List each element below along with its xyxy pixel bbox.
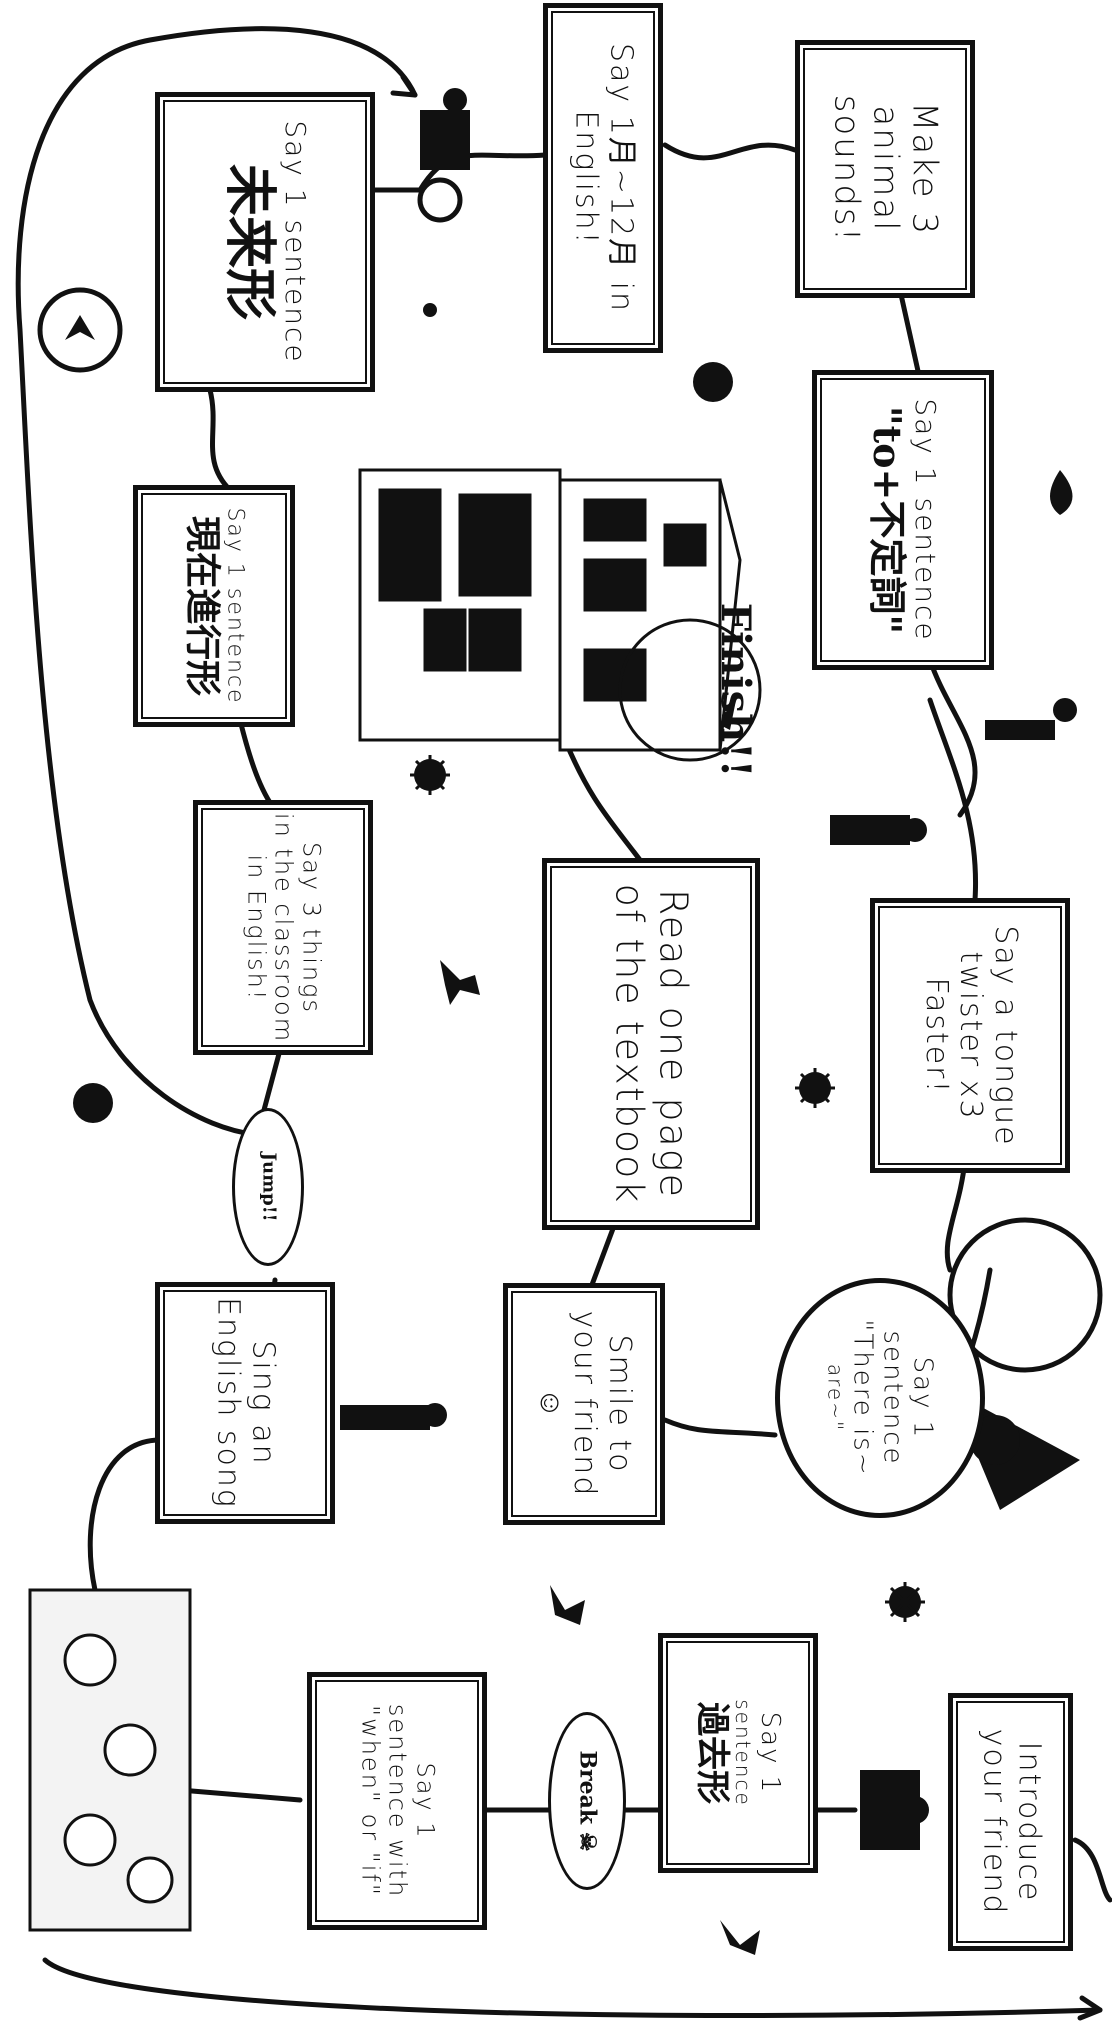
path-line	[390, 74, 418, 98]
square-text: "There is~	[847, 1319, 878, 1477]
finish-space[interactable]: Finish!!	[700, 590, 770, 790]
square-text: in English!	[242, 854, 271, 1001]
square-text: sentence	[731, 1699, 756, 1807]
jump-label: Jump!!	[258, 1152, 280, 1222]
square-text: Read one page	[651, 889, 696, 1199]
square-text: Say 3 things	[297, 841, 326, 1014]
square-text: English song	[211, 1297, 246, 1509]
square-text: Smile to	[601, 1334, 637, 1474]
square-text: Faster!	[918, 976, 954, 1095]
square-there-is[interactable]: Say 1 sentence "There is~ are~"	[775, 1278, 985, 1518]
square-months[interactable]: Say 1月~12月 in English!	[543, 3, 663, 353]
square-text: Say 1月~12月 in	[603, 43, 639, 313]
square-read-textbook[interactable]: Read one page of the textbook	[542, 858, 760, 1230]
square-text: of the textbook	[608, 883, 652, 1205]
square-text: Say 1 sentence	[908, 398, 942, 642]
haunted-house-illustration	[358, 468, 742, 752]
skeleton-icon	[340, 1403, 447, 1430]
square-text: your friend	[567, 1310, 603, 1498]
square-classroom-things[interactable]: Say 3 things in the classroom in English…	[193, 800, 373, 1055]
square-text: are~"	[823, 1363, 848, 1433]
square-present-progressive[interactable]: Say 1 sentence 現在進行形	[133, 485, 295, 727]
square-future-tense[interactable]: Say 1 sentence 未来形	[155, 92, 375, 392]
square-text: Make 3 animal sounds!	[826, 94, 945, 244]
square-text: 過去形	[692, 1702, 733, 1804]
square-sing-song[interactable]: Sing an English song	[155, 1282, 335, 1524]
square-text: "to+不定詞"	[864, 405, 910, 635]
kids-illustration	[28, 1588, 192, 1932]
path-line	[15, 26, 418, 1138]
square-text: sentence	[877, 1330, 908, 1466]
square-text: 現在進行形	[181, 515, 224, 696]
smiley-icon: ☺	[532, 1387, 568, 1421]
square-text: Say 1	[411, 1762, 440, 1840]
square-when-if[interactable]: Say 1 sentence with "when" or "if"	[307, 1672, 487, 1930]
square-text: twister x3	[953, 950, 989, 1121]
square-past-tense[interactable]: Say 1 sentence 過去形	[658, 1633, 818, 1873]
square-text: Say 1	[754, 1711, 785, 1795]
square-text: Say 1 sentence	[222, 507, 248, 705]
square-tongue-twister[interactable]: Say a tongue twister x3 Faster!	[870, 898, 1070, 1173]
square-text: sentence with	[383, 1703, 412, 1899]
square-animal-sounds[interactable]: Make 3 animal sounds!	[795, 40, 975, 298]
square-text: Sing an	[245, 1340, 281, 1466]
square-text: in the classroom	[269, 812, 298, 1043]
finish-label: Finish!!	[712, 602, 759, 778]
square-text: "when" or "if"	[356, 1705, 385, 1897]
square-text: Say 1	[907, 1356, 938, 1440]
square-to-infinitive[interactable]: Say 1 sentence "to+不定詞"	[812, 370, 994, 670]
square-text: 未来形	[218, 163, 280, 320]
skeleton-icon	[830, 698, 1077, 845]
break-label: Break	[574, 1750, 601, 1825]
square-text: Say 1 sentence	[278, 120, 312, 364]
skull-icon: ☠	[574, 1831, 601, 1852]
square-text: Introduce	[1011, 1741, 1046, 1903]
square-text: your friend	[976, 1728, 1012, 1916]
break-space[interactable]: Break ☠	[548, 1712, 626, 1890]
square-introduce-friend[interactable]: Introduce your friend	[948, 1693, 1073, 1951]
square-text: English!	[569, 110, 604, 246]
jump-space[interactable]: Jump!!	[232, 1108, 304, 1266]
square-smile-friend[interactable]: Smile to your friend ☺	[503, 1283, 665, 1525]
skeleton-icon	[417, 88, 470, 223]
square-text: Say a tongue	[987, 924, 1023, 1147]
skeleton-icon	[860, 1770, 929, 1850]
